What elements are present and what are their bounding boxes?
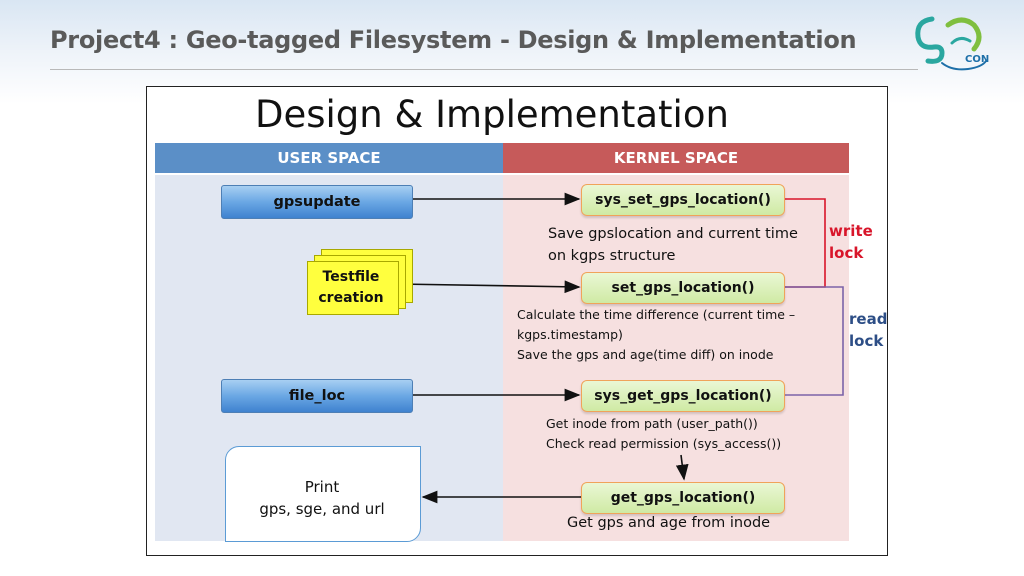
print-line-1: Print — [304, 478, 340, 496]
print-output-text: Print gps, sge, and url — [225, 476, 419, 520]
sys-set-gps-location: sys_set_gps_location() — [581, 184, 785, 216]
title-divider — [50, 69, 918, 70]
write-lock-word-1: write — [829, 222, 873, 240]
connectors — [396, 192, 844, 504]
sys-get-note-1: Get inode from path (user_path()) — [546, 416, 758, 431]
set-note-2: kgps.timestamp) — [517, 327, 623, 342]
sys-set-note: Save gpslocation and current time on kgp… — [548, 223, 798, 267]
print-output-box — [225, 446, 421, 542]
file-loc-program: file_loc — [221, 379, 413, 413]
testfile-line-1: Testfile — [322, 269, 380, 285]
write-lock-word-2: lock — [829, 244, 864, 262]
diagram-title: Design & Implementation — [255, 93, 729, 136]
read-lock-line — [785, 286, 844, 396]
set-note-1: Calculate the time difference (current t… — [517, 307, 796, 322]
read-lock-word-1: read — [849, 310, 888, 328]
sys-get-note-2: Check read permission (sys_access()) — [546, 436, 782, 451]
logo-text: CON — [965, 54, 990, 65]
50con-logo — [915, 16, 987, 71]
arrow-testfile-to-set — [396, 280, 581, 294]
set-note-3: Save the gps and age(time diff) on inode — [517, 347, 774, 362]
sys-get-note: Get inode from path (user_path()) Check … — [546, 414, 781, 454]
read-lock-word-2: lock — [849, 332, 884, 350]
testfile-line-2: creation — [318, 290, 384, 306]
write-lock-label: write lock — [829, 220, 873, 264]
read-lock-label: read lock — [849, 308, 887, 352]
set-gps-location: set_gps_location() — [581, 272, 785, 304]
set-note: Calculate the time difference (current t… — [517, 305, 795, 365]
sys-get-gps-location: sys_get_gps_location() — [581, 380, 785, 412]
slide-title: Project4 : Geo-tagged Filesystem - Desig… — [50, 26, 857, 54]
sys-set-note-1: Save gpslocation and current time — [548, 226, 798, 242]
testfile-sheet-front — [307, 261, 399, 315]
get-note: Get gps and age from inode — [567, 515, 771, 531]
testfile-creation: Testfile creation — [305, 267, 397, 309]
user-space-header: USER SPACE — [155, 143, 503, 173]
design-diagram: Design & Implementation USER SPACE KERNE… — [146, 86, 888, 556]
get-gps-location: get_gps_location() — [581, 482, 785, 514]
sys-set-note-2: on kgps structure — [548, 248, 676, 264]
print-line-2: gps, sge, and url — [259, 500, 385, 518]
arrow-sys-get-to-get — [675, 454, 689, 481]
kernel-space-header: KERNEL SPACE — [503, 143, 849, 173]
gpsupdate-program: gpsupdate — [221, 185, 413, 219]
